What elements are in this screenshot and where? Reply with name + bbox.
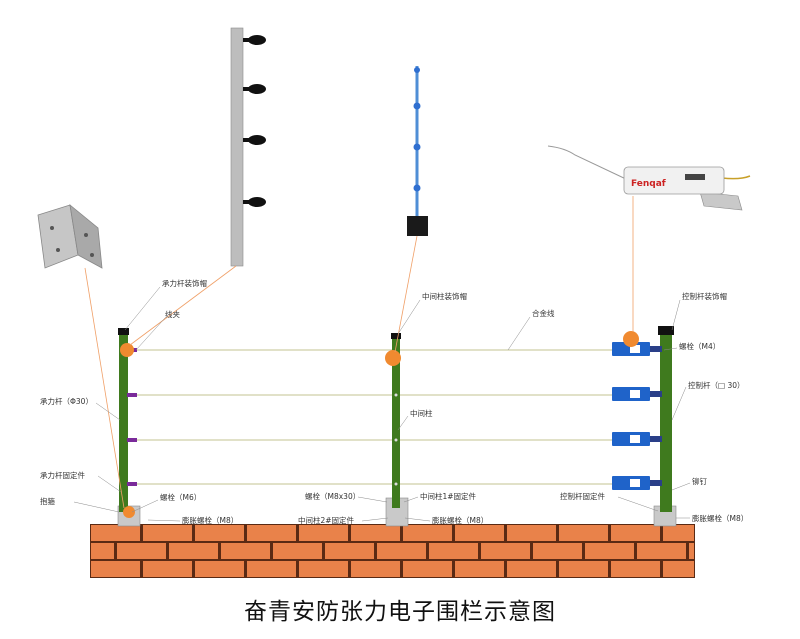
brick: [377, 543, 426, 559]
brick: [169, 543, 218, 559]
brick: [273, 543, 322, 559]
label-bracket: 抱箍: [40, 496, 55, 506]
brick: [91, 525, 140, 541]
insulator-purple-3: [127, 438, 137, 442]
label-bolt-m6: 螺栓（M6）: [160, 492, 201, 502]
middle-post-body: [392, 338, 400, 508]
brick: [455, 525, 504, 541]
bracket-photo: [37, 204, 103, 269]
brick: [351, 525, 400, 541]
brick: [247, 561, 296, 577]
control-pole: [612, 326, 674, 512]
brick: [143, 561, 192, 577]
control-insulator-3: [612, 432, 662, 446]
control-pole-cap: [658, 326, 674, 335]
brick: [351, 561, 400, 577]
label-alloy-wire: 合金线: [532, 308, 555, 318]
brick: [585, 543, 634, 559]
middle-post: [385, 333, 401, 508]
leader-lines: [84, 196, 634, 509]
callout-dot-bracket: [123, 506, 135, 518]
brick: [689, 543, 694, 559]
brick: [403, 561, 452, 577]
brick: [559, 561, 608, 577]
callout-dot-tension: [120, 343, 134, 357]
callout-dot-control: [623, 331, 639, 347]
insulator-purple-4: [127, 482, 137, 486]
brick: [429, 543, 478, 559]
brick: [299, 561, 348, 577]
label-control-pole: 控制杆（□ 30）: [688, 380, 745, 390]
label-tension-cap: 承力杆装饰帽: [162, 278, 207, 288]
label-middle-post: 中间柱: [410, 408, 433, 418]
brick: [663, 525, 694, 541]
label-expansion-bolt-3: 膨胀螺栓（M8）: [692, 513, 748, 523]
diagram-title: 奋青安防张力电子围栏示意图: [244, 599, 556, 625]
brick: [325, 543, 374, 559]
label-expansion-bolt-1: 膨胀螺栓（M8）: [182, 515, 238, 525]
label-tension-pole: 承力杆（Φ30）: [40, 396, 93, 406]
label-lines: [73, 286, 691, 522]
tension-pole-body: [119, 334, 128, 512]
label-control-cap: 控制杆装饰帽: [682, 291, 727, 301]
alloy-wires: [128, 349, 620, 485]
wall-bricks: [91, 525, 694, 577]
brick: [559, 525, 608, 541]
control-insulator-2: [612, 387, 662, 401]
brick: [91, 543, 114, 559]
brick: [507, 525, 556, 541]
label-middle-fix-1: 中间柱1#固定件: [420, 491, 477, 501]
brick: [533, 543, 582, 559]
brick: [455, 561, 504, 577]
label-tension-fix: 承力杆固定件: [40, 470, 85, 480]
tension-pole: [118, 328, 137, 518]
insulator-purple-2: [127, 393, 137, 397]
label-middle-fix-2: 中间柱2#固定件: [298, 515, 355, 525]
middle-hole-3: [394, 438, 398, 442]
middle-hole-4: [394, 482, 398, 486]
brick: [611, 525, 660, 541]
brick: [143, 525, 192, 541]
brick: [663, 561, 694, 577]
tension-pole-cap: [118, 328, 129, 335]
label-control-fix: 控制杆固定件: [560, 491, 605, 501]
middle-hole-2: [394, 393, 398, 397]
brick: [611, 561, 660, 577]
brick: [221, 543, 270, 559]
brick: [507, 561, 556, 577]
brick: [247, 525, 296, 541]
brick: [637, 543, 686, 559]
label-wire-clip: 线夹: [165, 309, 180, 319]
middle-post-photo: [407, 66, 428, 236]
label-rivet: 铆钉: [692, 476, 707, 486]
controller-photo: Fenqaf: [547, 145, 751, 211]
brick-wall: [90, 524, 695, 578]
brick: [91, 561, 140, 577]
callout-dot-middle: [385, 350, 401, 366]
labels: 承力杆装饰帽 线夹 承力杆（Φ30） 承力杆固定件 抱箍 螺栓（M6） 膨胀螺栓…: [40, 278, 748, 525]
brick: [195, 525, 244, 541]
control-insulator-4: [612, 476, 662, 490]
control-insulator-1: [612, 342, 662, 356]
brick: [195, 561, 244, 577]
brand-logo: Fenqaf: [631, 179, 666, 189]
control-pole-body: [660, 334, 672, 512]
label-bolt-m4: 螺栓（M4）: [679, 341, 720, 351]
label-bolt-m8x30: 螺栓（M8x30）: [305, 491, 360, 501]
brick: [299, 525, 348, 541]
label-expansion-bolt-2: 膨胀螺栓（M8）: [432, 515, 488, 525]
brick: [117, 543, 166, 559]
brick: [403, 525, 452, 541]
label-middle-cap: 中间柱装饰帽: [422, 291, 467, 301]
middle-post-cap: [391, 333, 401, 339]
tension-pole-photo: [230, 27, 266, 267]
brick: [481, 543, 530, 559]
